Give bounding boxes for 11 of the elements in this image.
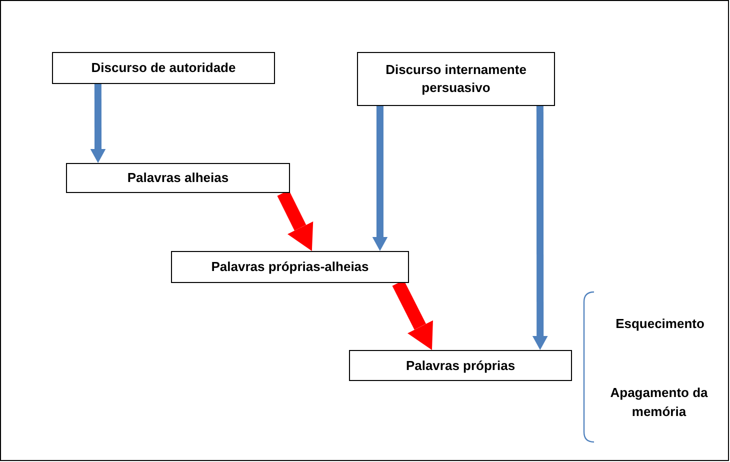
- arrow: [90, 84, 106, 163]
- process-box: Palavras próprias-alheias: [171, 251, 409, 283]
- arrow: [372, 106, 388, 251]
- note-text: Esquecimento: [614, 315, 706, 333]
- arrow: [532, 106, 548, 350]
- process-box: Discurso de autoridade: [52, 52, 275, 84]
- note-text: Apagamento da memória: [609, 384, 709, 421]
- arrow: [277, 190, 314, 251]
- process-box: Discurso internamente persuasivo: [357, 52, 555, 106]
- process-box: Palavras próprias: [349, 350, 572, 381]
- process-box: Palavras alheias: [66, 163, 290, 193]
